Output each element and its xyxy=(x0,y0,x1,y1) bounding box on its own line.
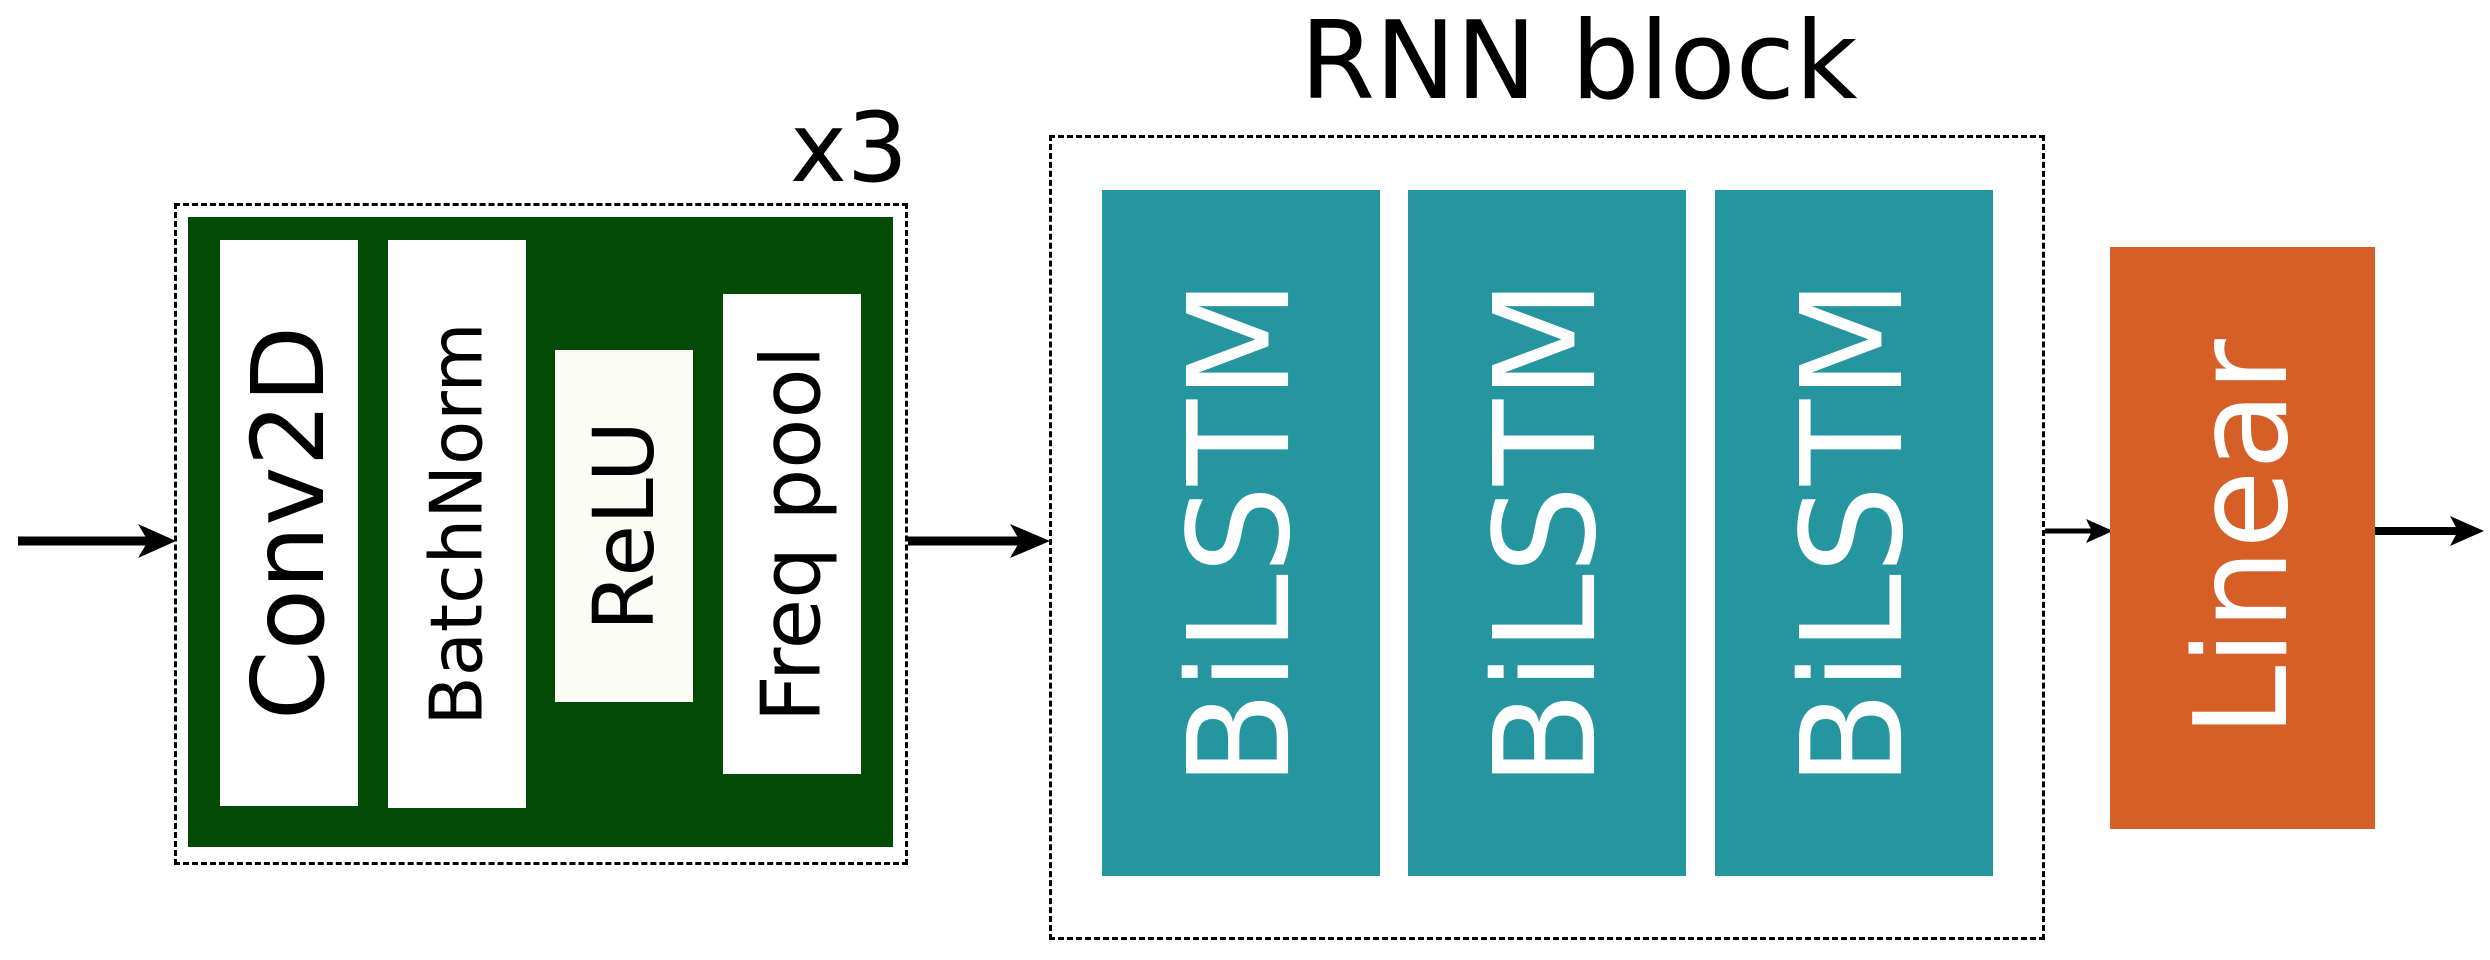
batchnorm-label: BatchNorm xyxy=(415,322,500,726)
bilstm-layer-1: BiLSTM xyxy=(1102,190,1380,876)
relu-layer: ReLU xyxy=(555,350,693,702)
freq-pool-layer: Freq pool xyxy=(723,294,861,774)
freq-pool-label: Freq pool xyxy=(744,345,840,723)
repeat-label: x3 xyxy=(790,92,908,204)
bilstm-label-2: BiLSTM xyxy=(1465,278,1628,788)
batchnorm-layer: BatchNorm xyxy=(388,240,526,808)
output-arrow xyxy=(2374,516,2484,546)
linear-layer: Linear xyxy=(2110,247,2375,829)
input-arrow xyxy=(18,524,176,558)
rnn-block-outline xyxy=(1049,135,2045,940)
cnn-block-outline xyxy=(174,203,908,865)
linear-label: Linear xyxy=(2167,339,2317,737)
rnn-block-title: RNN block xyxy=(1300,0,1858,124)
conv2d-layer: Conv2D xyxy=(220,240,358,806)
conv2d-label: Conv2D xyxy=(230,325,348,721)
bilstm-layer-3: BiLSTM xyxy=(1715,190,1993,876)
bilstm-label-1: BiLSTM xyxy=(1159,278,1322,788)
relu-label: ReLU xyxy=(575,420,673,632)
cnn-to-rnn-arrow xyxy=(908,524,1050,558)
rnn-to-linear-arrow xyxy=(2045,519,2113,543)
bilstm-layer-2: BiLSTM xyxy=(1408,190,1686,876)
bilstm-label-3: BiLSTM xyxy=(1772,278,1935,788)
